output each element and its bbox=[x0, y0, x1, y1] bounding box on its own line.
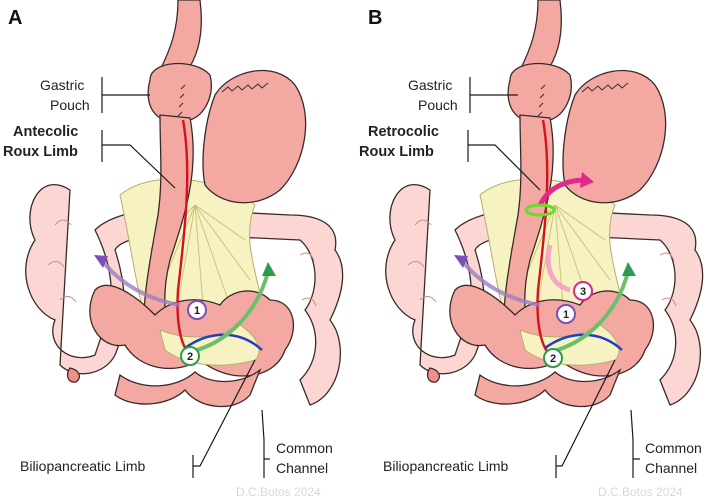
marker-2-b: 2 bbox=[543, 348, 563, 368]
svg-text:2: 2 bbox=[550, 353, 556, 365]
common-channel-label-a: Common bbox=[276, 440, 333, 456]
svg-text:Channel: Channel bbox=[645, 460, 697, 476]
panel-letter-a: A bbox=[8, 7, 22, 29]
gastric-pouch-leader-a bbox=[101, 77, 150, 113]
svg-text:1: 1 bbox=[194, 305, 200, 317]
panel-a-illustration bbox=[23, 0, 345, 409]
common-channel-leader-a bbox=[261, 409, 270, 478]
artist-credit-b: D.C.Botos 2024 bbox=[598, 485, 683, 499]
svg-text:Pouch: Pouch bbox=[50, 97, 90, 113]
gastric-pouch-leader-b bbox=[469, 77, 518, 113]
panel-letter-b: B bbox=[368, 7, 382, 29]
marker-3-b: 3 bbox=[573, 281, 593, 301]
marker-2-a: 2 bbox=[180, 346, 200, 366]
common-channel-label-b: Common bbox=[645, 440, 702, 456]
biliopancreatic-label-a: Biliopancreatic Limb bbox=[20, 458, 145, 474]
roux-limb-label-a: Antecolic bbox=[13, 124, 78, 140]
panel-a: A 1 2 Gastric Pouch Antecolic Roux Limb … bbox=[3, 0, 345, 499]
roux-limb-label-b: Retrocolic bbox=[368, 124, 439, 140]
svg-text:1: 1 bbox=[563, 309, 569, 321]
svg-text:Roux Limb: Roux Limb bbox=[3, 144, 78, 160]
biliopancreatic-leader-a bbox=[192, 359, 256, 478]
roux-limb-leader-b bbox=[467, 130, 541, 191]
marker-1-b: 1 bbox=[556, 304, 576, 324]
marker-1-a: 1 bbox=[187, 300, 207, 320]
common-channel-leader-b bbox=[630, 409, 640, 478]
panel-b: B 3 1 2 Gastric Pouch Retrocolic Roux Li… bbox=[359, 0, 705, 499]
gastric-pouch-label-b: Gastric bbox=[408, 77, 452, 93]
roux-limb-leader-a bbox=[101, 130, 176, 189]
artist-credit-a: D.C.Botos 2024 bbox=[236, 485, 321, 499]
panel-b-illustration bbox=[383, 0, 705, 409]
svg-text:Pouch: Pouch bbox=[418, 97, 458, 113]
svg-text:2: 2 bbox=[187, 351, 193, 363]
gastric-pouch-label-a: Gastric bbox=[40, 77, 84, 93]
biliopancreatic-leader-b bbox=[555, 359, 616, 478]
biliopancreatic-label-b: Biliopancreatic Limb bbox=[383, 458, 508, 474]
svg-text:Channel: Channel bbox=[276, 460, 328, 476]
svg-text:3: 3 bbox=[580, 286, 586, 298]
svg-text:Roux Limb: Roux Limb bbox=[359, 144, 434, 160]
